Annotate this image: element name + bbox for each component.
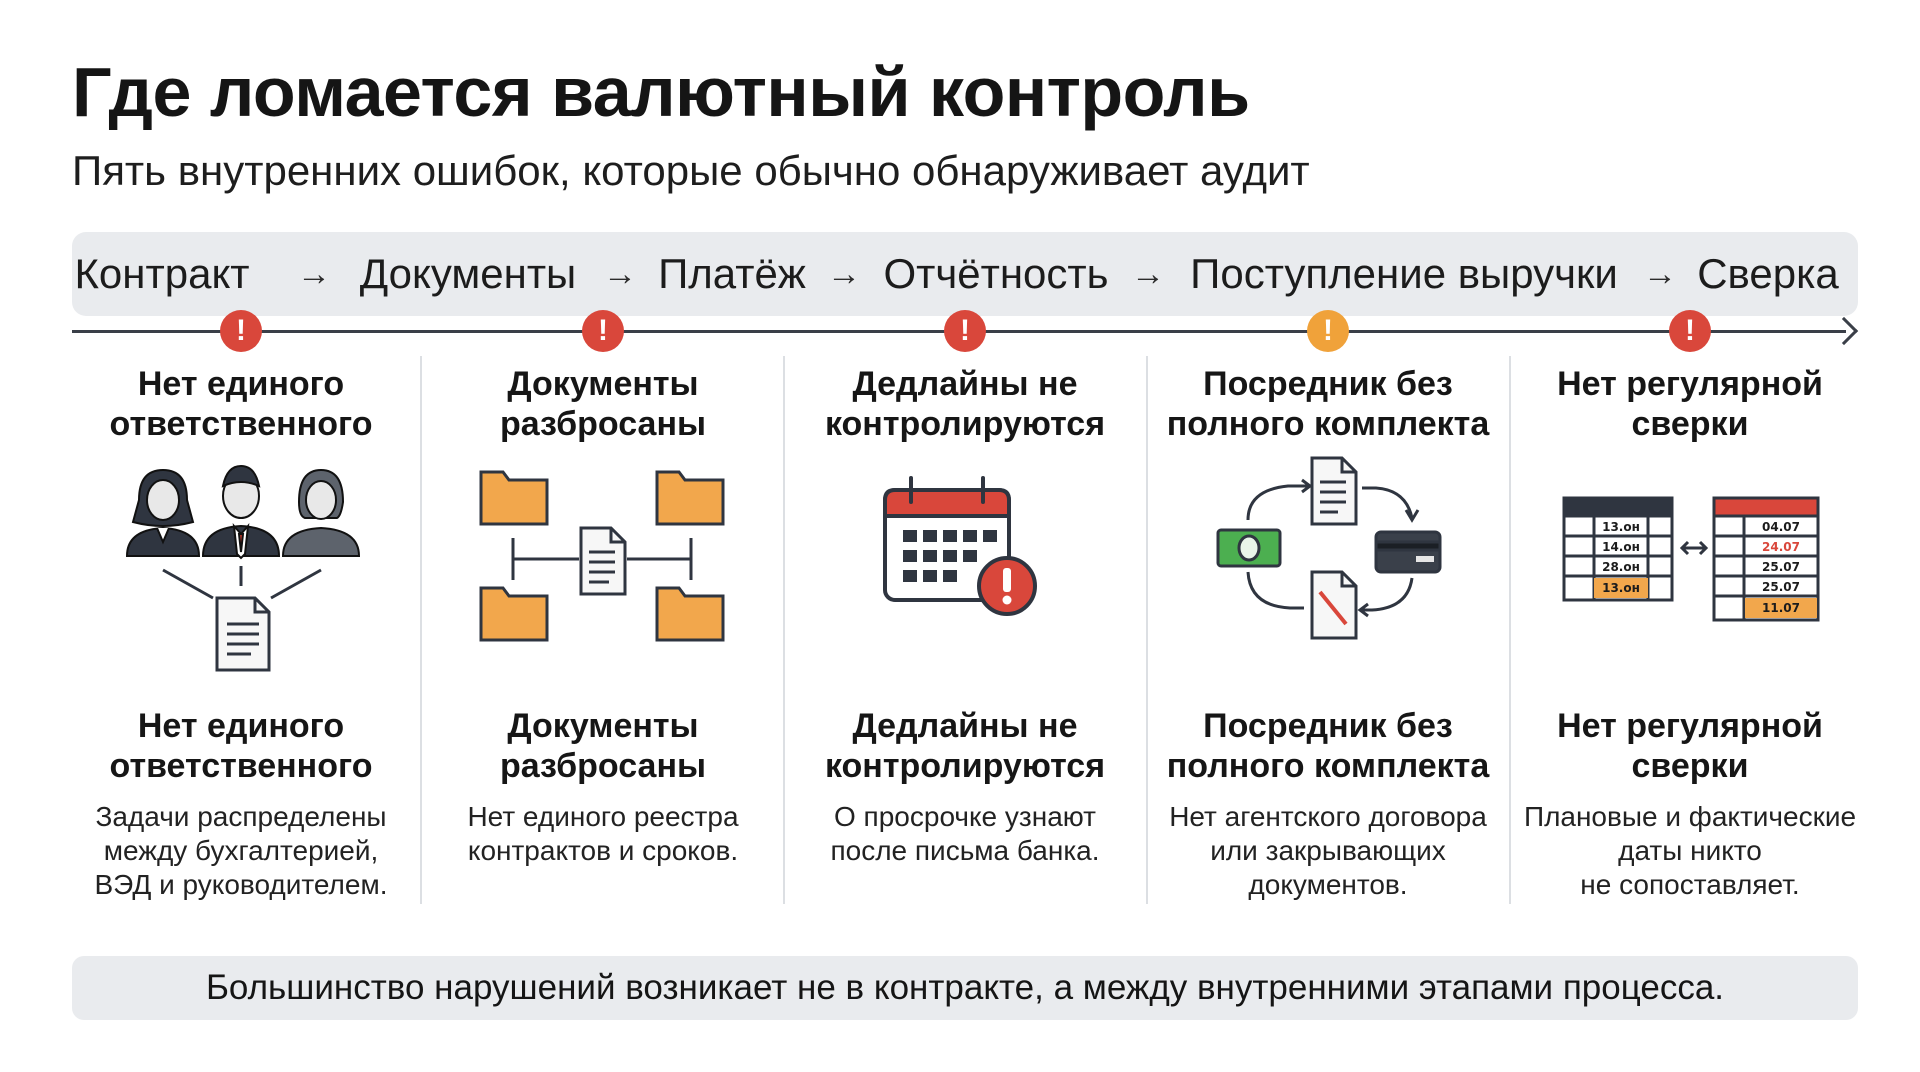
table-left-cell: 13.он <box>1602 581 1640 595</box>
issue-column-intermediary: Посредник без полного комплекта <box>1148 356 1508 902</box>
issue-description: Задачи распределены между бухгалтерией, … <box>94 801 388 900</box>
timeline-arrowhead-icon <box>1829 316 1859 346</box>
calendar-alert-icon <box>883 476 1037 616</box>
column-divider <box>1509 356 1511 904</box>
column-heading: Посредник без полного комплекта <box>1166 365 1490 443</box>
alert-marker-icon: ! <box>1669 310 1711 352</box>
table-right-cell: 25.07 <box>1762 560 1800 574</box>
process-flow-bar: Контракт → Документы → Платёж → Отчётнос… <box>72 232 1858 316</box>
issue-description: Плановые и фактические даты никто не соп… <box>1523 801 1857 900</box>
alert-marker-icon: ! <box>220 310 262 352</box>
issue-description: Нет единого реестра контрактов и сроков. <box>467 801 739 866</box>
table-right-cell: 24.07 <box>1762 540 1800 554</box>
flow-step-reporting: Отчётность <box>883 250 1109 297</box>
issue-description: Нет агентского договора или закрывающих … <box>1169 801 1487 900</box>
table-right-cell: 11.07 <box>1762 601 1800 615</box>
issue-title: Нет регулярной сверки <box>1557 707 1823 785</box>
flow-arrow-icon: → <box>603 255 637 293</box>
table-left-cell: 13.он <box>1602 520 1640 534</box>
column-divider <box>783 356 785 904</box>
issue-column-documents: Документы разбросаны Документы разбросан… <box>423 356 783 868</box>
alert-marker-icon: ! <box>944 310 986 352</box>
page-subtitle: Пять внутренних ошибок, которые обычно о… <box>72 147 1310 194</box>
flow-step-documents: Документы <box>359 250 577 297</box>
issue-title: Посредник без полного комплекта <box>1166 707 1490 785</box>
flow-step-payment: Платёж <box>658 250 806 297</box>
column-heading: Документы разбросаны <box>499 365 707 443</box>
column-heading: Нет регулярной сверки <box>1557 365 1823 443</box>
column-divider <box>420 356 422 904</box>
issue-description: О просрочке узнают после письма банка. <box>830 801 1100 866</box>
reconciliation-tables-icon: 13.он 14.он 28.он 13.он 04.07 24.07 25.0… <box>1562 496 1820 622</box>
issue-column-reconciliation: Нет регулярной сверки 13.он 14.он 28.он … <box>1510 356 1870 902</box>
column-heading: Дедлайны не контролируются <box>824 365 1106 443</box>
flow-step-revenue: Поступление выручки <box>1190 250 1618 297</box>
page-title: Где ломается валютный контроль <box>72 53 1250 131</box>
issue-title: Дедлайны не контролируются <box>824 707 1106 785</box>
table-right-cell: 04.07 <box>1762 520 1800 534</box>
issue-title: Документы разбросаны <box>499 707 707 785</box>
intermediary-cycle-icon <box>1216 456 1442 640</box>
issue-column-deadlines: Дедлайны не контролируются Дедлайны не к… <box>785 356 1145 868</box>
flow-arrow-icon: → <box>1643 255 1677 293</box>
flow-step-contract: Контракт <box>74 250 250 297</box>
flow-arrow-icon: → <box>827 255 861 293</box>
summary-footer: Большинство нарушений возникает не в кон… <box>72 956 1858 1020</box>
column-heading: Нет единого ответственного <box>109 365 373 443</box>
column-divider <box>1146 356 1148 904</box>
flow-arrow-icon: → <box>1131 255 1165 293</box>
table-left-cell: 28.он <box>1602 560 1640 574</box>
flow-arrow-icon: → <box>297 255 331 293</box>
table-right-cell: 25.07 <box>1762 580 1800 594</box>
table-left-cell: 14.он <box>1602 540 1640 554</box>
issue-column-responsibility: Нет единого ответственного <box>61 356 421 902</box>
scattered-folders-icon <box>479 470 725 642</box>
alert-marker-icon: ! <box>582 310 624 352</box>
issue-title: Нет единого ответственного <box>109 707 373 785</box>
flow-step-reconciliation: Сверка <box>1697 250 1839 297</box>
warning-marker-icon: ! <box>1307 310 1349 352</box>
team-to-document-icon <box>125 464 361 672</box>
